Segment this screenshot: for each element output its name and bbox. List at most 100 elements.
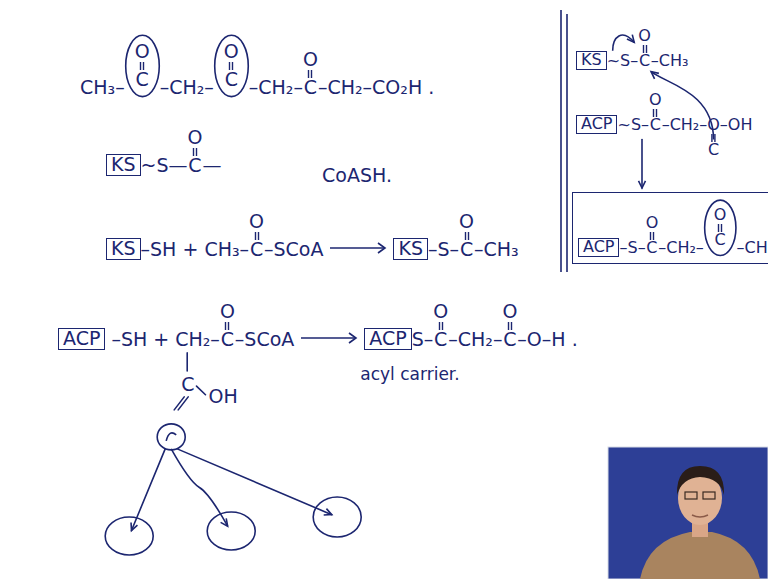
atom-label: C <box>715 232 726 249</box>
carbonyl-circle: OC <box>125 34 160 98</box>
carbonyl-group: OC <box>459 212 474 260</box>
carbonyl-group: OC <box>188 128 203 176</box>
reaction-arrow <box>300 332 358 344</box>
formula-text: O <box>649 92 662 109</box>
atom-label: O <box>714 207 727 224</box>
wavy-arrow <box>171 449 227 526</box>
formula-text: — <box>202 156 221 176</box>
formula-text: C <box>503 330 516 350</box>
double-bond <box>252 232 262 240</box>
formula-text: O <box>249 212 264 232</box>
enzyme-box: KS <box>106 238 141 260</box>
formula-text: –O–H . <box>517 330 577 350</box>
formula-text: O <box>433 302 448 322</box>
carbonyl-group: OC <box>707 117 720 134</box>
down-arrow-head <box>639 181 646 188</box>
formula-text: O <box>502 302 517 322</box>
double-bond <box>226 62 236 70</box>
enzyme-box: ACP <box>58 328 105 350</box>
formula-text: ~S— <box>141 156 188 176</box>
atom-label: –CH₂– <box>658 240 704 257</box>
enzyme-label: KS <box>111 239 136 259</box>
carbonyl-circle: OC <box>704 199 737 257</box>
atom-label: C <box>136 70 149 90</box>
formula-text: ~S– <box>617 117 649 134</box>
double-bond <box>715 224 725 232</box>
enzyme-label: KS <box>398 239 423 259</box>
atom-label: O <box>646 215 659 232</box>
formula-row: CoASH. <box>322 166 392 186</box>
bond-line <box>186 353 188 371</box>
formula-text: O <box>707 117 720 134</box>
carbonyl-group: OC <box>249 212 264 260</box>
enzyme-label: ACP <box>369 329 406 349</box>
formula-row: ACP–SH +CH₂–OC–SCoAACPS–OC–CH₂–OC–O–H . <box>58 302 578 350</box>
enzyme-box: KS <box>576 51 607 70</box>
carbonyl-group: OC <box>638 28 651 70</box>
double-bond <box>709 134 719 142</box>
formula-text: –SH + CH₃– <box>141 240 250 260</box>
formula-text: –CH₂–CO₂H . <box>318 78 434 98</box>
branch-arrow-head <box>131 522 137 530</box>
formula-text: O <box>303 50 318 70</box>
carbonyl-group: OC <box>649 92 662 134</box>
formula-text: O <box>188 128 203 148</box>
branch-arrow <box>131 449 165 531</box>
enzyme-label: ACP <box>583 239 614 256</box>
formula-text: –S– <box>428 240 459 260</box>
formula-row: CH₃–OC–CH₂–OC–CH₂–OC–CH₂–CO₂H . <box>80 34 434 98</box>
hand-mark <box>166 433 176 441</box>
hand-circle <box>313 497 361 537</box>
carbonyl-group: OC <box>502 302 517 350</box>
formula-text: –SH + <box>111 330 169 350</box>
enzyme-box: ACP <box>576 115 617 134</box>
formula-text: OH <box>208 385 237 407</box>
carbonyl-group: OC <box>303 50 318 98</box>
formula-text: C <box>304 78 317 98</box>
formula-text: –OH <box>720 117 753 134</box>
atom-label: O <box>135 42 150 62</box>
hand-circle <box>157 424 185 450</box>
formula-text: –CH₂– <box>249 78 303 98</box>
formula-text: CH₃– <box>80 78 125 98</box>
double-bond <box>178 397 188 410</box>
formula-text: O <box>459 212 474 232</box>
formula-text: C <box>181 373 194 395</box>
formula-text: CH₂– <box>175 330 220 350</box>
hand-circle <box>207 512 255 550</box>
formula-text: S– <box>412 330 434 350</box>
down-arrow <box>641 140 643 188</box>
curved-arrow-head <box>651 72 659 79</box>
carbonyl-group: OC <box>433 302 448 350</box>
enzyme-box: ACP <box>364 328 411 350</box>
double-bond <box>190 148 200 156</box>
curved-arrow-head <box>627 35 634 43</box>
formula-text: –SCoA <box>264 240 323 260</box>
formula-text: –CH₂– <box>448 330 502 350</box>
enzyme-label: KS <box>581 52 602 69</box>
hand-circle <box>105 517 153 555</box>
branch-arrow <box>177 449 331 515</box>
formula-text: –CH₂– <box>160 78 214 98</box>
carbonyl-below: C <box>708 134 719 159</box>
double-bond <box>647 232 657 240</box>
enzyme-label: KS <box>111 155 136 175</box>
double-bond <box>505 322 515 330</box>
formula-text: –CH₂– <box>662 117 708 134</box>
formula-text: C <box>188 156 201 176</box>
divider-line <box>560 10 562 272</box>
atom-label: C <box>225 70 238 90</box>
atom-label: –S– <box>619 240 645 257</box>
product-box: ACP–S–OC–CH₂–OC–CH₃ <box>572 192 768 264</box>
double-bond <box>640 45 650 53</box>
formula-text: C <box>221 330 234 350</box>
carbonyl-group: OC <box>220 302 235 350</box>
enzyme-box: ACP <box>578 238 619 257</box>
carbonyl-group: OC <box>646 215 659 257</box>
formula-text: –CH₃ <box>474 240 519 260</box>
enzyme-box: KS <box>393 238 428 260</box>
enzyme-label: ACP <box>63 329 100 349</box>
formula-text: ~S– <box>607 53 639 70</box>
formula-text: –CH₃ <box>651 53 689 70</box>
bond-line <box>196 386 205 395</box>
